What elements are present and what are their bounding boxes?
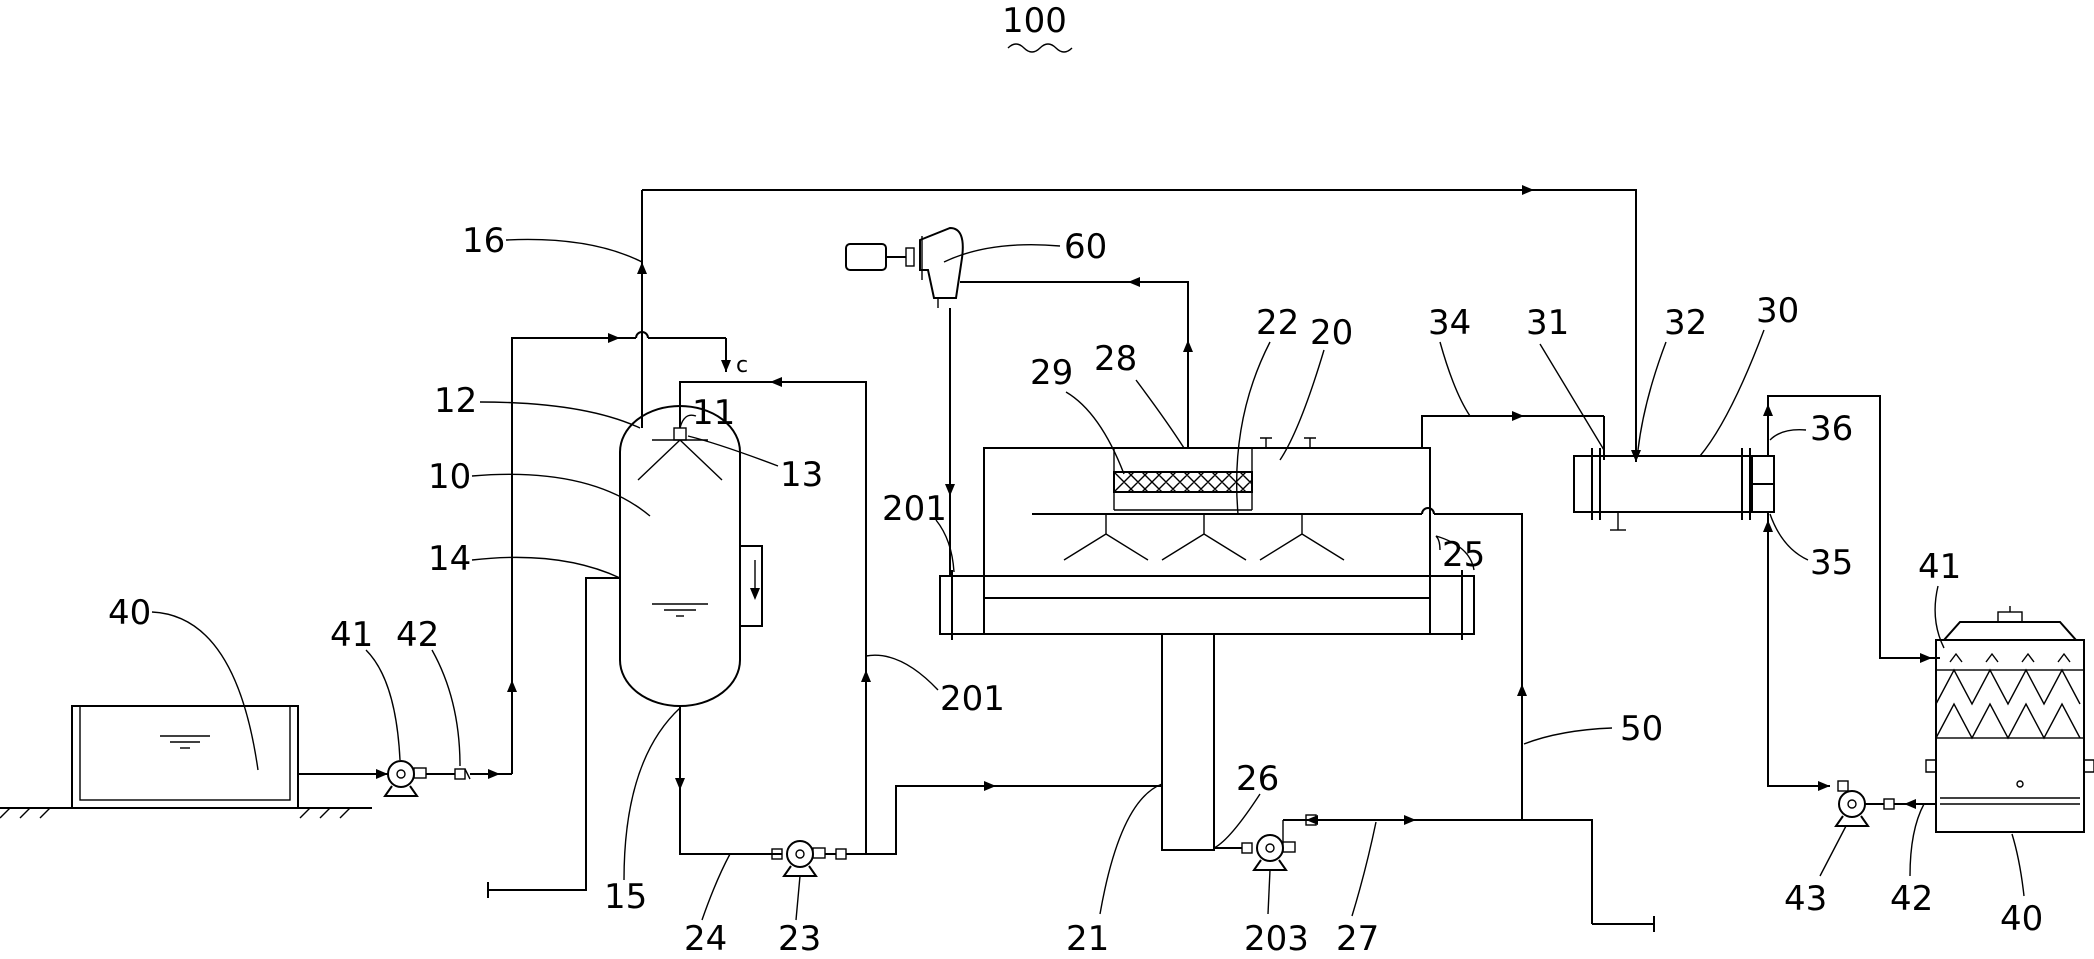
vessel-10 bbox=[619, 405, 763, 707]
label-11: 11 bbox=[692, 393, 735, 433]
filter-29 bbox=[1113, 471, 1253, 493]
label-201-lower: 201 bbox=[940, 679, 1005, 719]
figure-number: 100 bbox=[1002, 1, 1067, 41]
label-41-right: 41 bbox=[1918, 547, 1961, 587]
label-36: 36 bbox=[1810, 409, 1853, 449]
label-15: 15 bbox=[604, 877, 647, 917]
label-10: 10 bbox=[428, 457, 471, 497]
label-32: 32 bbox=[1664, 303, 1707, 343]
label-40-right: 40 bbox=[2000, 899, 2043, 939]
label-203: 203 bbox=[1244, 919, 1309, 959]
label-31: 31 bbox=[1526, 303, 1569, 343]
label-40-left: 40 bbox=[108, 593, 151, 633]
label-14: 14 bbox=[428, 539, 471, 579]
fan-60 bbox=[845, 226, 964, 308]
label-34: 34 bbox=[1428, 303, 1471, 343]
label-42-left: 42 bbox=[396, 615, 439, 655]
label-12: 12 bbox=[434, 381, 477, 421]
heat-exchanger-30 bbox=[1573, 448, 1775, 531]
label-60: 60 bbox=[1064, 227, 1107, 267]
label-27: 27 bbox=[1336, 919, 1379, 959]
label-29: 29 bbox=[1030, 353, 1073, 393]
label-26: 26 bbox=[1236, 759, 1279, 799]
label-35: 35 bbox=[1810, 543, 1853, 583]
label-16: 16 bbox=[462, 221, 505, 261]
label-24: 24 bbox=[684, 919, 727, 959]
label-41-left: 41 bbox=[330, 615, 373, 655]
pump-41-left bbox=[383, 760, 427, 797]
storage-tank-40 bbox=[0, 705, 372, 819]
label-28: 28 bbox=[1094, 339, 1137, 379]
label-43: 43 bbox=[1784, 879, 1827, 919]
c-mark: c bbox=[736, 353, 748, 378]
cooling-tower-40 bbox=[1925, 606, 2094, 833]
label-22: 22 bbox=[1256, 303, 1299, 343]
label-20: 20 bbox=[1310, 313, 1353, 353]
reactor-20 bbox=[939, 437, 1475, 851]
label-30: 30 bbox=[1756, 291, 1799, 331]
label-13: 13 bbox=[780, 455, 823, 495]
label-23: 23 bbox=[778, 919, 821, 959]
label-21: 21 bbox=[1066, 919, 1109, 959]
pump-23 bbox=[782, 840, 826, 877]
label-42-right: 42 bbox=[1890, 879, 1933, 919]
label-201-upper: 201 bbox=[882, 489, 947, 529]
pump-203 bbox=[1252, 834, 1296, 871]
pump-43 bbox=[1834, 780, 1870, 827]
label-50: 50 bbox=[1620, 709, 1663, 749]
figure-number-tilde bbox=[1007, 43, 1073, 53]
